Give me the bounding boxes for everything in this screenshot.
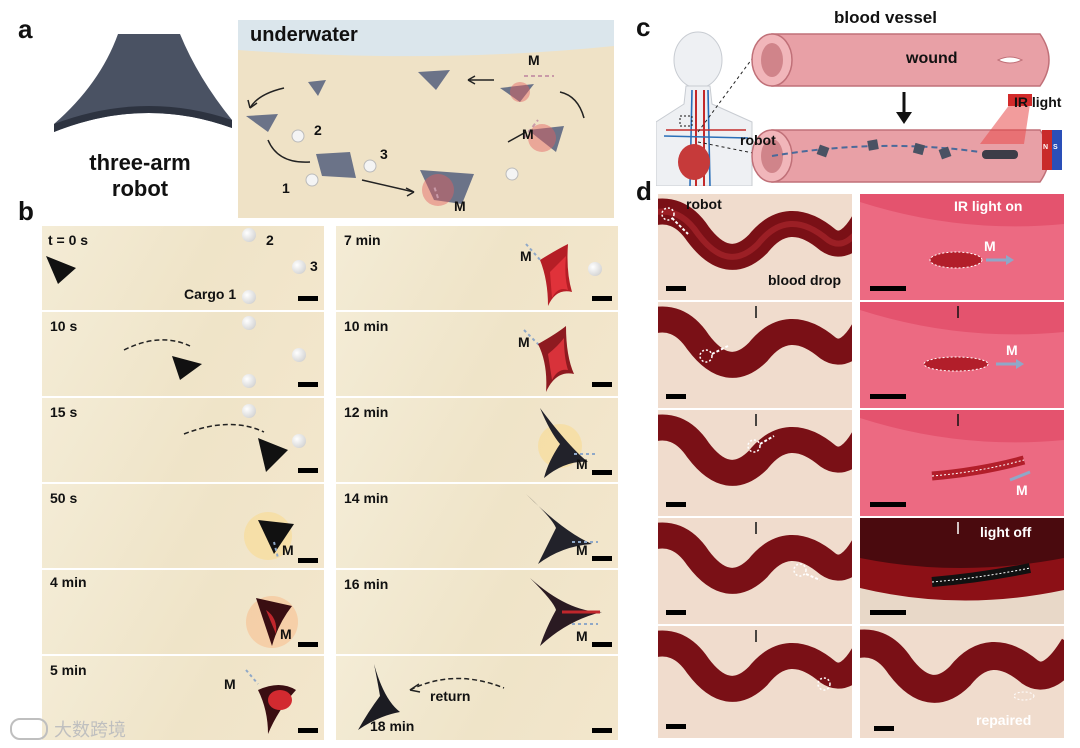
frame-time: 10 min <box>344 318 389 334</box>
panel-d-letter: d <box>636 176 652 206</box>
watermark-logo-icon <box>10 718 48 740</box>
frame-field: M <box>576 542 588 558</box>
frame-d-right-0: IR light on M <box>860 194 1064 300</box>
frame-b-5: 12 min M <box>336 398 618 482</box>
frame-b-10: 5 min M <box>42 656 324 740</box>
frame-field: M <box>576 456 588 472</box>
field-d3: M <box>1016 482 1028 498</box>
watermark-text: 大数跨境 <box>54 720 126 741</box>
frame-b-2: 10 s <box>42 312 324 396</box>
frame-b-0: t = 0 s 2 3 Cargo 1 <box>42 226 324 310</box>
scene-robot-5 <box>528 126 564 152</box>
field-label-a3: M <box>528 52 540 68</box>
frame-d-left-2 <box>658 410 852 516</box>
field-label-a1: M <box>454 198 466 214</box>
scene-robot-1 <box>308 80 326 96</box>
frame-time: 5 min <box>50 662 87 678</box>
frame-d-left-1 <box>658 302 852 408</box>
scene-robot-7 <box>418 70 450 90</box>
field-d1: M <box>984 238 996 254</box>
panel-b-letter: b <box>18 196 34 226</box>
scene-robot-4 <box>420 170 474 204</box>
vessel-diagram <box>680 20 1080 190</box>
watermark: 大数跨境 <box>10 716 126 742</box>
wound-label: wound <box>906 50 958 67</box>
frame-field: M <box>576 628 588 644</box>
frame-b-8: 4 min M <box>42 570 324 654</box>
frame-b-7: 14 min M <box>336 484 618 568</box>
frame-time: 4 min <box>50 574 87 590</box>
field-d2: M <box>1006 342 1018 358</box>
cargo-label-1: 1 <box>282 180 290 196</box>
scene-robot-3 <box>316 152 356 178</box>
frame-b-1: 7 min M <box>336 226 618 310</box>
frame-field: M <box>518 334 530 350</box>
frame-extra: 2 <box>266 232 274 248</box>
frame-b-9: 16 min M <box>336 570 618 654</box>
cargo-label-2: 2 <box>314 122 322 138</box>
blood-drop-label: blood drop <box>768 272 842 288</box>
ir-light-label: IR light <box>1014 94 1062 110</box>
env-label: underwater <box>250 24 358 46</box>
frame-field: M <box>282 542 294 558</box>
scene-robot-2 <box>246 114 278 132</box>
frame-d-right-4: repaired <box>860 626 1064 738</box>
robot-caption-line2: robot <box>111 176 169 201</box>
scene-robot-6 <box>500 84 534 102</box>
light-off-label: light off <box>980 524 1032 540</box>
frame-d-left-0: robot blood drop <box>658 194 852 300</box>
frame-d-left-3 <box>658 518 852 624</box>
frame-field: M <box>520 248 532 264</box>
field-label-a2: M <box>522 126 534 142</box>
frame-time: 50 s <box>50 490 78 506</box>
frame-time: 18 min <box>370 718 415 734</box>
robot-caption-line1: three-arm <box>89 150 191 175</box>
frame-time: 14 min <box>344 490 389 506</box>
robot-caption: three-arm robot <box>60 150 220 202</box>
three-arm-robot-model <box>48 28 234 142</box>
frame-extra: Cargo 1 <box>184 286 237 302</box>
frame-field: M <box>280 626 292 642</box>
ir-on-label: IR light on <box>954 198 1023 214</box>
frame-b-11: return 18 min <box>336 656 618 740</box>
frame-d-left-4 <box>658 626 852 738</box>
frame-extra: 3 <box>310 258 318 274</box>
frame-b-3: 10 min M <box>336 312 618 396</box>
frame-d-right-3: light off <box>860 518 1064 624</box>
return-label: return <box>430 688 471 704</box>
frame-b-4: 15 s <box>42 398 324 482</box>
panel-a-letter: a <box>18 14 33 44</box>
human-anatomy-illustration <box>656 30 756 186</box>
frame-time: 12 min <box>344 404 389 420</box>
frame-field: M <box>224 676 236 692</box>
repaired-label: repaired <box>976 712 1032 728</box>
underwater-scene: underwater 1 2 3 M M M <box>238 20 614 218</box>
frame-time: 10 s <box>50 318 78 334</box>
frame-time: 15 s <box>50 404 78 420</box>
panel-c-letter: c <box>636 12 651 42</box>
frame-d-right-1: M <box>860 302 1064 408</box>
cargo-label-3: 3 <box>380 146 388 162</box>
frame-d-right-2: M <box>860 410 1064 516</box>
frame-time: 7 min <box>344 232 381 248</box>
robot-label-c: robot <box>740 132 776 148</box>
magnet-s: S <box>1053 144 1058 151</box>
magnet-n: N <box>1043 144 1049 151</box>
vessel-label: blood vessel <box>834 8 937 27</box>
robot-label-d: robot <box>686 196 722 212</box>
frame-b-6: 50 s M <box>42 484 324 568</box>
frame-time: 16 min <box>344 576 389 592</box>
frame-time: t = 0 s <box>48 232 89 248</box>
